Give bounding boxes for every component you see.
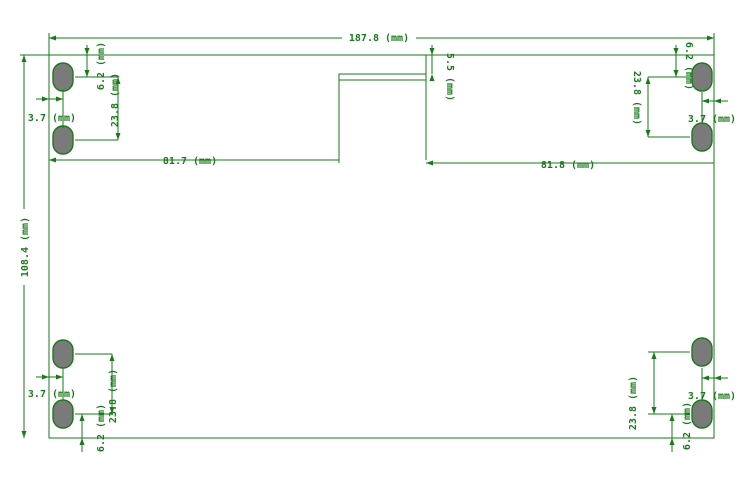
dim-top-right-holes: 6.2 (mm) 23.8 (mm) 3.7 (mm) [631, 42, 736, 138]
mount-hole-bottom-right-1 [691, 337, 713, 367]
label-top-right-pitch: 23.8 (mm) [631, 71, 642, 125]
dim-width-total: 187.8 (mm) [48, 32, 715, 55]
mount-hole-top-left-1 [52, 62, 74, 92]
board-outline [48, 54, 715, 439]
dim-bottom-right-holes: 23.8 (mm) 3.7 (mm) 6.2 (mm) [628, 351, 736, 452]
mount-hole-bottom-right-2 [691, 399, 713, 429]
label-bottom-right-edge-x: 3.7 (mm) [688, 391, 736, 402]
label-left-to-connector: 81.7 (mm) [163, 156, 217, 167]
dim-height-total: 108.4 (mm) [18, 54, 49, 438]
label-top-left-pitch: 23.8 (mm) [110, 73, 121, 127]
dim-top-left-holes: 6.2 (mm) 23.8 (mm) 3.7 (mm) [28, 42, 121, 141]
mount-hole-top-right-1 [691, 62, 713, 92]
label-bottom-left-pitch: 23.8 (mm) [108, 369, 119, 423]
mount-hole-bottom-left-1 [52, 339, 74, 369]
label-top-left-edge-x: 3.7 (mm) [28, 113, 76, 124]
mount-hole-bottom-left-2 [52, 399, 74, 429]
label-width-total: 187.8 (mm) [349, 33, 409, 44]
label-top-right-edge-y: 6.2 (mm) [683, 42, 694, 90]
dim-connector-offset: 5.5 (mm) [425, 45, 455, 160]
dim-left-to-connector: 81.7 (mm) [49, 80, 340, 167]
label-right-to-connector: 81.8 (mm) [541, 160, 595, 171]
label-bottom-right-edge-y: 6.2 (mm) [682, 402, 693, 450]
label-connector-offset: 5.5 (mm) [444, 53, 455, 101]
connector-slot [338, 73, 427, 81]
dim-right-to-connector: 81.8 (mm) [426, 160, 714, 171]
mount-hole-top-left-2 [52, 125, 74, 155]
label-bottom-left-edge-x: 3.7 (mm) [28, 389, 76, 400]
label-height-total: 108.4 (mm) [20, 217, 31, 277]
label-top-right-edge-x: 3.7 (mm) [688, 114, 736, 125]
dim-bottom-left-holes: 23.8 (mm) 3.7 (mm) 6.2 (mm) [28, 353, 119, 452]
mount-hole-top-right-2 [691, 122, 713, 152]
label-top-left-edge-y: 6.2 (mm) [96, 42, 107, 90]
label-bottom-left-edge-y: 6.2 (mm) [96, 404, 107, 452]
label-bottom-right-pitch: 23.8 (mm) [628, 376, 639, 430]
